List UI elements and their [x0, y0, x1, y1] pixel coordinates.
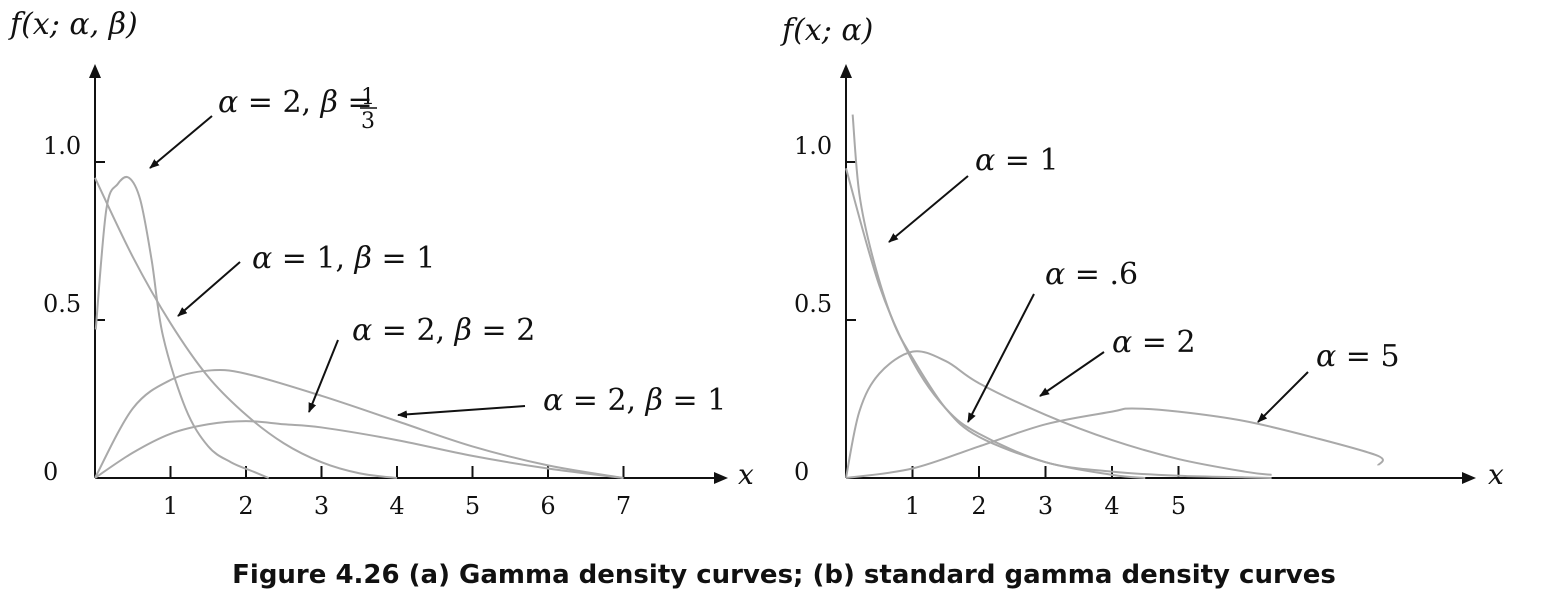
panel-b-x-tick-label: 1 [905, 492, 920, 520]
panel-b-y-ticks: 0 0.5 1.0 [794, 132, 856, 486]
figure-caption: Figure 4.26 (a) Gamma density curves; (b… [232, 560, 1336, 590]
panel-b-x-tick-label: 2 [971, 492, 986, 520]
panel-a-curve-4 [94, 420, 624, 479]
panel-a-x-tick-label: 2 [238, 492, 253, 520]
panel-a-x-tick-label: 3 [314, 492, 329, 520]
panel-a: f(x; α, β) x 1 2 3 4 5 6 7 0 0.5 1.0 α = 2, β = … [8, 7, 754, 520]
panel-a-xlabel: x [738, 458, 754, 491]
panel-a-x-tick-label: 1 [163, 492, 178, 520]
panel-b-arrow-4 [1257, 371, 1309, 423]
panel-b-annotation-a2: α = 2 [1112, 325, 1196, 360]
panel-a-arrow-4 [397, 405, 526, 419]
panel-a-arrow-2 [177, 261, 241, 317]
panel-a-arrow-3 [308, 339, 339, 413]
panel-a-curve-3 [94, 368, 624, 479]
panel-a-x-tick-label: 6 [540, 492, 555, 520]
panel-a-x-axis-arrowhead [714, 472, 728, 484]
panel-a-annotation-a2-b1: α = 2, β = 1 [543, 383, 726, 418]
panel-a-fraction-numerator: 1 [361, 85, 375, 110]
panel-a-arrow-1 [149, 115, 213, 169]
panel-b-annotation-a06: α = .6 [1045, 257, 1138, 292]
panel-b-ylabel: f(x; α) [780, 13, 873, 48]
panel-b-curve-4 [845, 407, 1384, 479]
panel-b-curves [845, 114, 1384, 479]
panel-b-annotation-a1: α = 1 [975, 143, 1059, 178]
panel-a-annotation-a1-b1: α = 1, β = 1 [252, 241, 435, 276]
panel-a-x-tick-label: 4 [389, 492, 404, 520]
panel-b-x-axis-arrowhead [1462, 472, 1476, 484]
panel-a-y-ticks: 0 0.5 1.0 [43, 132, 105, 486]
panel-a-y-tick-label: 0 [43, 458, 58, 486]
panel-b-curve-1 [851, 114, 1146, 479]
panel-b-arrow-3 [1039, 351, 1105, 397]
panel-b-y-tick-label: 0.5 [794, 290, 832, 318]
panel-b-xlabel: x [1488, 458, 1504, 491]
panel-a-ylabel: f(x; α, β) [8, 7, 138, 42]
panel-a-annotation-a2-b2: α = 2, β = 2 [352, 313, 535, 348]
panel-b-x-tick-label: 3 [1038, 492, 1053, 520]
panel-a-y-axis-arrowhead [89, 64, 101, 78]
panel-a-annotation-a2-b-third: α = 2, β = [218, 85, 373, 120]
panel-b-x-ticks: 1 2 3 4 5 [905, 466, 1186, 520]
panel-b-arrow-2 [967, 293, 1035, 423]
panel-a-curves [94, 175, 624, 479]
panel-b-annotation-a5: α = 5 [1316, 339, 1400, 374]
panel-a-curve-2 [94, 177, 398, 479]
panel-a-y-tick-label: 1.0 [43, 132, 81, 160]
panel-b-y-tick-label: 0 [794, 458, 809, 486]
panel-b-curve-2 [845, 168, 1272, 479]
panel-a-y-tick-label: 0.5 [43, 290, 81, 318]
panel-b: f(x; α) x 1 2 3 4 5 0 0.5 1.0 α = 1 α = .6 α =… [780, 13, 1504, 520]
panel-a-x-tick-label: 7 [616, 492, 631, 520]
panel-b-y-axis-arrowhead [840, 64, 852, 78]
panel-b-arrow-1 [888, 175, 969, 243]
panel-a-fraction-denominator: 3 [361, 109, 375, 134]
panel-a-x-tick-label: 5 [465, 492, 480, 520]
panel-b-y-tick-label: 1.0 [794, 132, 832, 160]
panel-a-curve-1 [94, 175, 270, 479]
panel-b-x-tick-label: 5 [1171, 492, 1186, 520]
panel-b-curve-3 [845, 350, 1272, 479]
panel-b-x-tick-label: 4 [1104, 492, 1119, 520]
panel-a-x-ticks: 1 2 3 4 5 6 7 [163, 466, 631, 520]
